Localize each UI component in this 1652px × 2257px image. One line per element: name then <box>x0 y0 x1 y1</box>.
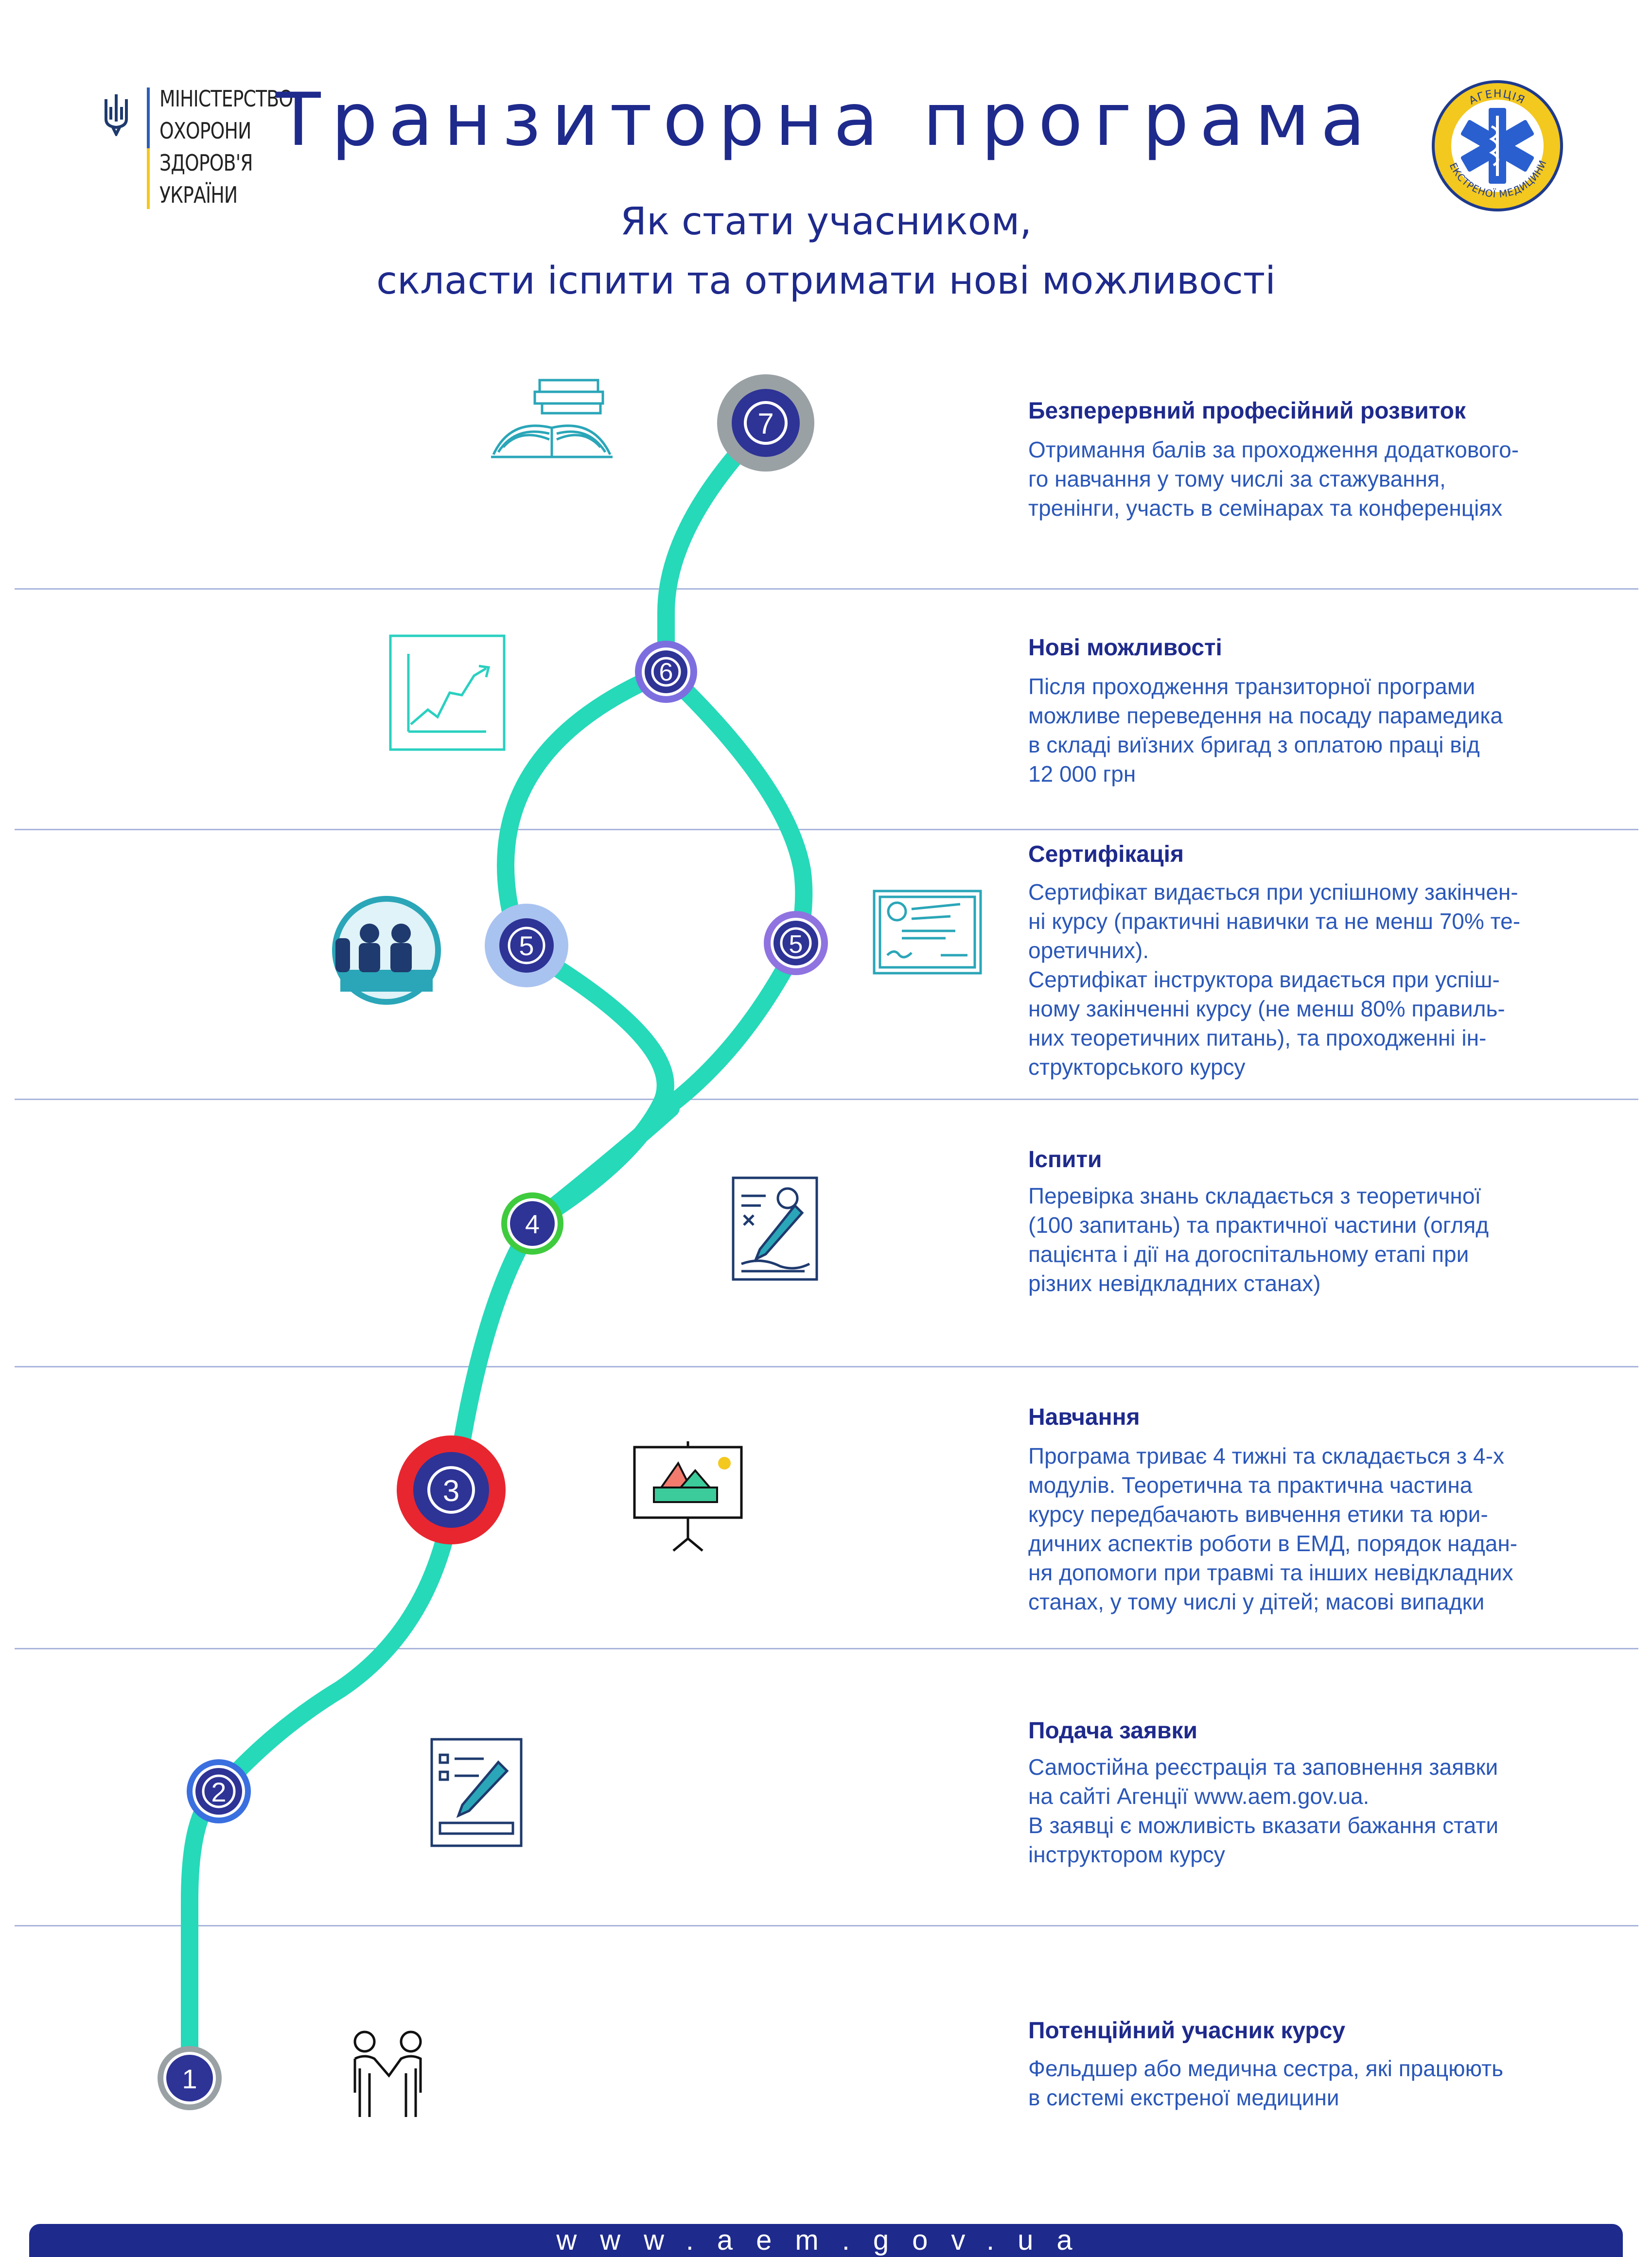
subtitle-line-1: Як стати учасником, <box>620 200 1032 244</box>
meeting-icon <box>332 896 441 1005</box>
step-node-3: 3 <box>397 1435 506 1544</box>
row-divider <box>15 1099 1638 1100</box>
step-desc-3: Програма триває 4 тижні та складається з… <box>1028 1443 1518 1614</box>
step-node-7: 7 <box>717 374 814 472</box>
row-divider <box>15 588 1638 590</box>
growth-chart-icon <box>389 634 506 751</box>
step-title-1: Потенційний учасник курсу <box>1028 2018 1346 2044</box>
people-handshake-icon <box>353 2030 422 2117</box>
page-title: Транзиторна програма <box>276 78 1376 162</box>
presentation-board-icon <box>633 1441 743 1552</box>
step-node-1: 1 <box>158 2046 222 2110</box>
ministry-line: ОХОРОНИ <box>159 118 251 144</box>
step-number: 3 <box>443 1474 459 1508</box>
ministry-name: МІНІСТЕРСТВО ОХОРОНИ ЗДОРОВ'Я УКРАЇНИ <box>159 83 293 211</box>
step-title-5: Сертифікація <box>1028 841 1184 867</box>
books-icon <box>491 379 613 458</box>
ministry-line: МІНІСТЕРСТВО <box>159 86 293 112</box>
step-node-4: 4 <box>501 1192 563 1255</box>
step-node-5-right: 5 <box>764 911 828 975</box>
subtitle-line-2: скласти іспити та отримати нові можливос… <box>376 259 1276 303</box>
step-node-5-left: 5 <box>485 904 568 987</box>
trident-icon <box>105 94 128 136</box>
ministry-line: УКРАЇНИ <box>159 182 238 208</box>
step-desc-7: Отримання балів за проходження додатково… <box>1028 437 1519 521</box>
step-number: 6 <box>659 658 673 686</box>
step-number: 5 <box>519 930 534 961</box>
exam-form-icon <box>732 1176 818 1281</box>
step-title-6: Нові можливості <box>1028 635 1222 661</box>
step-number: 1 <box>182 2064 197 2094</box>
ministry-flag-bar <box>147 87 150 209</box>
step-title-2: Подача заявки <box>1028 1718 1198 1744</box>
step-number: 5 <box>789 930 803 959</box>
row-divider <box>15 829 1638 830</box>
step-desc-2: Самостійна реєстрація та заповнення заяв… <box>1028 1754 1499 1867</box>
step-number: 2 <box>211 1777 226 1807</box>
step-title-4: Іспити <box>1028 1147 1102 1172</box>
step-title-3: Навчання <box>1028 1404 1140 1430</box>
agency-emblem: АГЕНЦІЯ ЕКСТРЕНОЇ МЕДИЦИНИ <box>1432 80 1563 211</box>
step-number: 4 <box>525 1210 540 1239</box>
step-number: 7 <box>757 407 773 440</box>
application-form-icon <box>430 1738 523 1847</box>
step-desc-1: Фельдшер або медична сестра, які працюют… <box>1028 2056 1504 2110</box>
ministry-line: ЗДОРОВ'Я <box>159 150 253 176</box>
step-title-7: Безперервний професійний розвиток <box>1028 398 1466 424</box>
row-divider <box>15 1648 1638 1649</box>
step-node-6: 6 <box>635 641 697 703</box>
footer-url[interactable]: www.aem.gov.ua <box>29 2224 1623 2257</box>
step-desc-4: Перевірка знань складається з теоретично… <box>1028 1183 1489 1296</box>
step-desc-5: Сертифікат видається при успішному закін… <box>1028 879 1521 1080</box>
page-subtitle: Як стати учасником, скласти іспити та от… <box>0 192 1652 311</box>
step-node-2: 2 <box>187 1759 251 1823</box>
certificate-icon <box>873 890 982 975</box>
step-desc-6: Після проходження транзиторної програми … <box>1028 674 1503 787</box>
row-divider <box>15 1366 1638 1367</box>
row-divider <box>15 1925 1638 1926</box>
